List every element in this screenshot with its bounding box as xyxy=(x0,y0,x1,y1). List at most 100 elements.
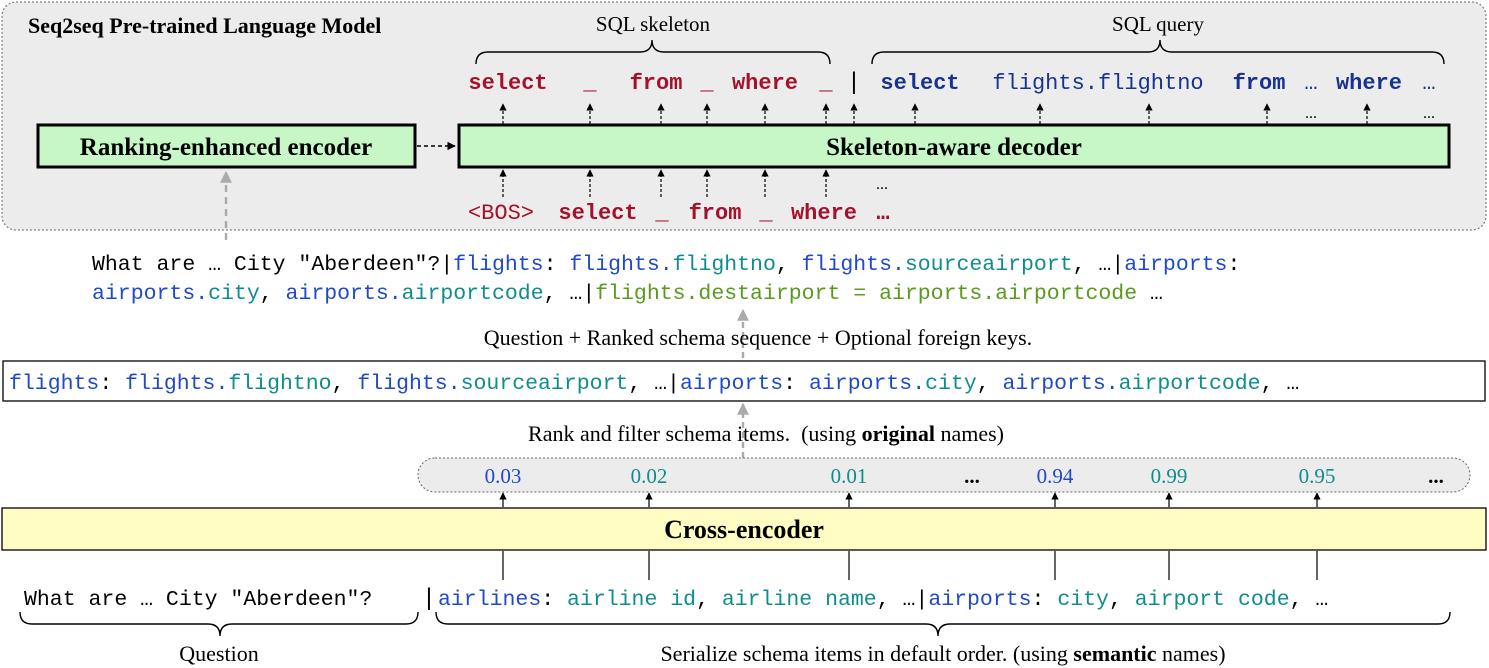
decoder-input-tokens: <BOS>select_from_where… xyxy=(468,201,890,226)
decoder-input-token: select xyxy=(558,201,637,226)
decoder-input-arrows xyxy=(499,169,830,197)
schema-token: city xyxy=(925,372,977,396)
rank-caption-part: Rank and filter schema items. (using xyxy=(528,421,862,446)
query-label: SQL query xyxy=(1112,12,1204,36)
schema-token: flights.destairport = airports.airportco… xyxy=(595,282,1137,306)
decoder-input-token: from xyxy=(689,201,742,226)
encoder-input-caption: Question + Ranked schema sequence + Opti… xyxy=(484,325,1032,350)
schema-token: : xyxy=(1032,588,1058,612)
score-arrows xyxy=(499,492,1321,507)
input-connectors xyxy=(502,551,1318,580)
schema-token: airports xyxy=(1124,253,1227,277)
schema-token: flights xyxy=(9,372,99,396)
schema-token: , …| xyxy=(877,588,929,612)
score-value: 0.02 xyxy=(631,464,668,488)
score-value: 0.03 xyxy=(485,464,522,488)
skeleton-token: from xyxy=(630,71,683,96)
schema-token: flightno xyxy=(228,372,331,396)
schema-token: flights. xyxy=(569,253,672,277)
schema-token: airports xyxy=(928,588,1031,612)
ranking-enhanced-encoder[interactable] xyxy=(36,123,417,169)
skeleton-token: select xyxy=(468,71,547,96)
skeleton-token: where xyxy=(732,71,798,96)
schema-token: : xyxy=(783,372,809,396)
score-value: 0.94 xyxy=(1037,464,1074,488)
schema-token: : xyxy=(1227,253,1240,277)
schema-token: airports. xyxy=(1003,372,1119,396)
query-token: … xyxy=(1422,71,1435,96)
schema-token: , … xyxy=(1290,588,1329,612)
schema-token: , xyxy=(696,588,722,612)
query-ellipsis: ... xyxy=(1305,105,1317,122)
schema-token: city xyxy=(208,282,260,306)
score-value: 0.99 xyxy=(1151,464,1188,488)
schema-token: airportcode xyxy=(402,282,544,306)
schema-token: , xyxy=(260,282,286,306)
schema-token: , xyxy=(332,372,358,396)
schema-token: city xyxy=(1057,588,1109,612)
schema-token: airports. xyxy=(286,282,402,306)
schema-token: flights xyxy=(453,253,543,277)
schema-token: flights. xyxy=(357,372,460,396)
skeleton-query-separator: | xyxy=(847,70,861,97)
decoder-input-token: … xyxy=(876,201,889,226)
schema-token: airlines xyxy=(438,588,541,612)
encoder-input-line-2: airports.city, airports.airportcode, …|f… xyxy=(92,282,1163,306)
skeleton-aware-decoder[interactable] xyxy=(457,123,1451,169)
schema-token: : xyxy=(541,588,567,612)
serialized-question: What are … City "Aberdeen"? xyxy=(24,588,372,612)
serialized-separator: | xyxy=(422,586,436,613)
panel-title: Seq2seq Pre-trained Language Model xyxy=(28,13,381,38)
encoder-input-line-1: What are … City "Aberdeen"?|flights: fli… xyxy=(92,253,1240,277)
schema-token: , …| xyxy=(1073,253,1125,277)
ranked-schema-sequence: flights: flights.flightno, flights.sourc… xyxy=(9,372,1299,396)
schema-token: , xyxy=(977,372,1003,396)
rank-filter-caption: Rank and filter schema items. (using ori… xyxy=(528,421,1004,446)
schema-serialize-caption: Serialize schema items in default order.… xyxy=(660,641,1225,666)
serialize-caption-bold: semantic xyxy=(1073,641,1156,666)
decoder-label: Skeleton-aware decoder xyxy=(826,134,1082,161)
decoder-input-ellipsis: ... xyxy=(876,176,888,193)
schema-token: : xyxy=(99,372,125,396)
skeleton-brace xyxy=(475,39,831,65)
query-token: … xyxy=(1304,71,1317,96)
schema-token: flights. xyxy=(802,253,905,277)
seq2seq-panel xyxy=(1,1,1487,231)
scores-panel xyxy=(417,457,1471,493)
query-tokens: select flights.flightno from … where … xyxy=(880,71,1435,96)
rank-caption-bold: original xyxy=(862,421,935,446)
skeleton-label: SQL skeleton xyxy=(596,12,711,36)
encoder-label: Ranking-enhanced encoder xyxy=(80,134,372,161)
schema-token: flightno xyxy=(673,253,776,277)
cross-encoder[interactable] xyxy=(1,507,1487,551)
query-token: select xyxy=(880,71,959,96)
schema-token: airport code xyxy=(1135,588,1290,612)
score-value: ... xyxy=(964,464,980,488)
schema-token: , …| xyxy=(628,372,680,396)
schema-token: airportcode xyxy=(1119,372,1261,396)
schema-token: sourceairport xyxy=(905,253,1073,277)
query-token: from xyxy=(1233,71,1286,96)
schema-token: , xyxy=(1109,588,1135,612)
schema-token: , …| xyxy=(544,282,596,306)
decoder-input-token: _ xyxy=(758,201,773,226)
score-value: 0.01 xyxy=(831,464,868,488)
skeleton-token: _ xyxy=(699,71,714,96)
decoder-output-arrows xyxy=(499,103,1371,124)
serialize-caption-part: names) xyxy=(1157,641,1226,666)
schema-token: , … xyxy=(1261,372,1300,396)
rank-caption-part: names) xyxy=(935,421,1004,446)
schema-token: … xyxy=(1137,282,1163,306)
schema-token: What are … City "Aberdeen"?| xyxy=(92,253,453,277)
query-token: where xyxy=(1336,71,1402,96)
schema-token: : xyxy=(544,253,570,277)
schema-token: , xyxy=(776,253,802,277)
cross-encoder-label: Cross-encoder xyxy=(664,515,824,544)
schema-token: airline id xyxy=(567,588,696,612)
query-brace xyxy=(871,39,1445,65)
schema-token: airports. xyxy=(92,282,208,306)
query-token: flights.flightno xyxy=(992,71,1203,96)
ranked-schema-sequence-box xyxy=(2,360,1486,402)
